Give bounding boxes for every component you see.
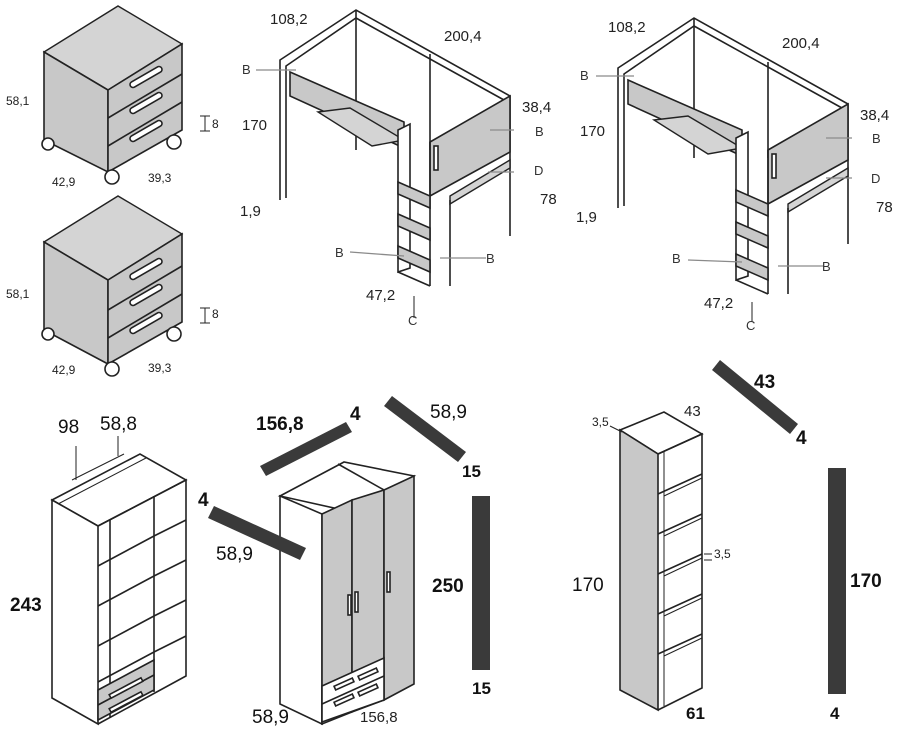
dim-leg: 1,9 <box>576 209 597 226</box>
dim-width: 98 <box>58 417 79 438</box>
label-d: D <box>534 163 543 178</box>
dim-depth: 42,9 <box>52 363 76 377</box>
label-c: C <box>746 318 755 333</box>
dim-height: 250 <box>432 576 464 597</box>
label-b: B <box>535 124 544 139</box>
dim-depth: 43 <box>684 403 701 420</box>
dim-depth: 108,2 <box>270 11 308 28</box>
dim-depth: 42,9 <box>52 175 76 189</box>
loft-bed-1: B B D B B C 108,2 200,4 170 38,4 1,9 78 … <box>240 9 557 328</box>
dim-height: 170 <box>580 123 605 140</box>
dim-left-depth: 58,9 <box>216 544 253 565</box>
dim-height: 170 <box>242 117 267 134</box>
drawer-front <box>107 42 183 174</box>
panel-top: 156,8 4 <box>256 404 361 476</box>
dim-wheel: 8 <box>212 117 219 131</box>
dim-top-thickness: 4 <box>796 428 807 449</box>
dim-height: 58,1 <box>6 94 30 108</box>
loft-bed-2: B B D B B C 108,2 200,4 170 38,4 1,9 78 … <box>576 17 893 333</box>
panel-bookcase-side: 170 4 <box>828 468 882 723</box>
dim-ladder-width: 47,2 <box>366 287 395 304</box>
label-d: D <box>871 171 880 186</box>
door-right <box>383 474 415 702</box>
dim-panel-thickness: 3,5 <box>592 415 609 429</box>
drawer-unit-2: 58,1 42,9 39,3 8 <box>6 195 219 377</box>
dim-length: 200,4 <box>782 35 820 52</box>
dim-depth: 108,2 <box>608 19 646 36</box>
panel-bookcase-top: 43 4 <box>712 360 807 449</box>
dim-depth: 58,8 <box>100 414 137 435</box>
dim-side-thickness: 4 <box>830 704 840 723</box>
label-b: B <box>486 251 495 266</box>
dim-ladder-width: 47,2 <box>704 295 733 312</box>
wheel <box>41 137 55 151</box>
dim-height: 170 <box>572 575 604 596</box>
dim-side-depth: 58,9 <box>430 402 467 423</box>
dim-height-thickness: 15 <box>472 679 491 698</box>
dim-top-thickness: 4 <box>350 404 361 425</box>
panel-side: 58,9 15 <box>384 396 481 481</box>
label-b: B <box>335 245 344 260</box>
dim-shelf-thickness: 3,5 <box>714 547 731 561</box>
dim-width: 39,3 <box>148 171 172 185</box>
dim-width: 61 <box>686 704 705 723</box>
dim-left-thickness: 4 <box>198 490 209 511</box>
label-c: C <box>408 313 417 328</box>
bookcase: 3,5 43 3,5 170 61 <box>572 403 731 723</box>
label-b: B <box>242 62 251 77</box>
end-panel <box>429 94 511 198</box>
wheel <box>166 326 182 342</box>
end-panel <box>767 102 849 206</box>
label-b: B <box>822 259 831 274</box>
panel-vertical: 250 15 <box>432 496 491 698</box>
bookcase-side <box>619 428 659 712</box>
dim-wheel: 8 <box>212 307 219 321</box>
drawer-unit-1: 58,1 42,9 39,3 8 <box>6 5 219 189</box>
dim-side-thickness: 15 <box>462 462 481 481</box>
dim-height: 58,1 <box>6 287 30 301</box>
label-b: B <box>872 131 881 146</box>
dim-shelf-height: 78 <box>876 199 893 216</box>
dim-base-depth: 58,9 <box>252 707 289 728</box>
wheel <box>41 327 55 341</box>
wheel <box>166 134 182 150</box>
wheel <box>104 169 120 185</box>
dim-top-length: 43 <box>754 372 775 393</box>
dim-side-height: 170 <box>850 571 882 592</box>
label-b: B <box>672 251 681 266</box>
dim-end-depth: 38,4 <box>522 99 551 116</box>
dim-leg: 1,9 <box>240 203 261 220</box>
dim-shelf-height: 78 <box>540 191 557 208</box>
dim-length: 200,4 <box>444 28 482 45</box>
dim-width: 39,3 <box>148 361 172 375</box>
open-wardrobe: 98 58,8 243 <box>10 414 188 726</box>
label-b: B <box>580 68 589 83</box>
dim-top-length: 156,8 <box>256 414 304 435</box>
dim-base-width: 156,8 <box>360 709 398 726</box>
wardrobe: 58,9 156,8 <box>252 461 417 728</box>
dim-end-depth: 38,4 <box>860 107 889 124</box>
panel-left: 4 58,9 <box>198 490 306 565</box>
dim-height: 243 <box>10 595 42 616</box>
wheel <box>104 361 120 377</box>
